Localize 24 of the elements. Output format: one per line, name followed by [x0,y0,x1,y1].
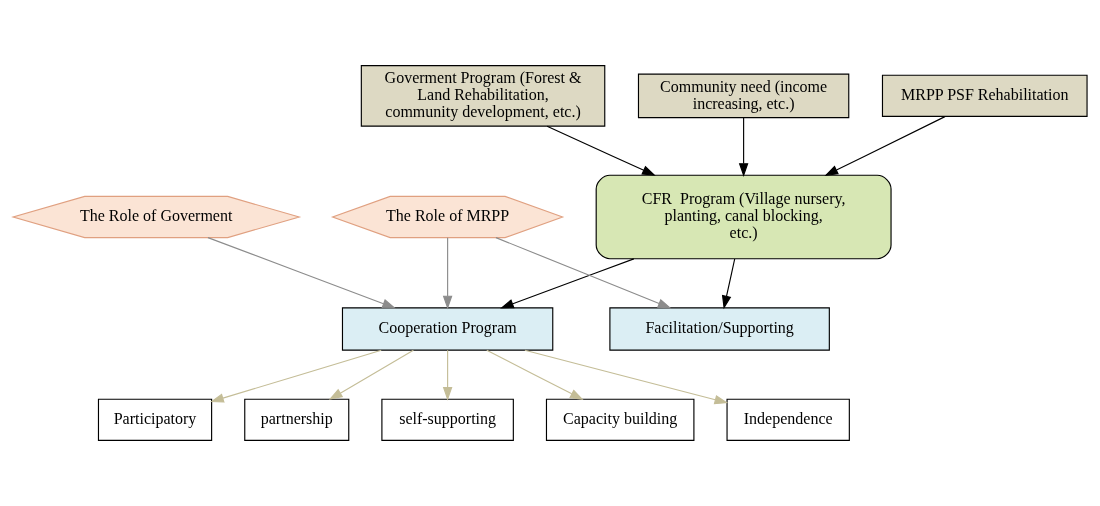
arrow [328,349,414,400]
node-box: Participatory [97,398,213,441]
node-box: CFR Program (Village nursery, planting, canal blocking, etc.) [595,174,892,260]
arrow [210,349,382,403]
arrow [495,237,672,309]
node-box: Independence [726,398,850,441]
node-box: MRPP PSF Rehabilitation [881,74,1088,117]
arrow [486,349,584,400]
arrow [500,258,635,309]
node-box: Capacity building [545,398,695,441]
node-box: Facilitation/Supporting [609,307,830,351]
arrow [824,116,946,176]
node-box: partnership [244,398,350,441]
node-box: Community need (income increasing, etc.) [637,73,850,119]
arrow [721,258,736,310]
arrow [207,237,396,309]
arrow [546,125,656,176]
arrow [442,349,453,401]
arrow [524,349,729,405]
arrow [442,237,453,310]
node-box: Goverment Program (Forest & Land Rehabilitation, community development, etc.) [360,65,606,127]
node-box: Cooperation Program [341,307,554,351]
node-box: self-supporting [381,398,514,441]
arrow [738,117,749,177]
